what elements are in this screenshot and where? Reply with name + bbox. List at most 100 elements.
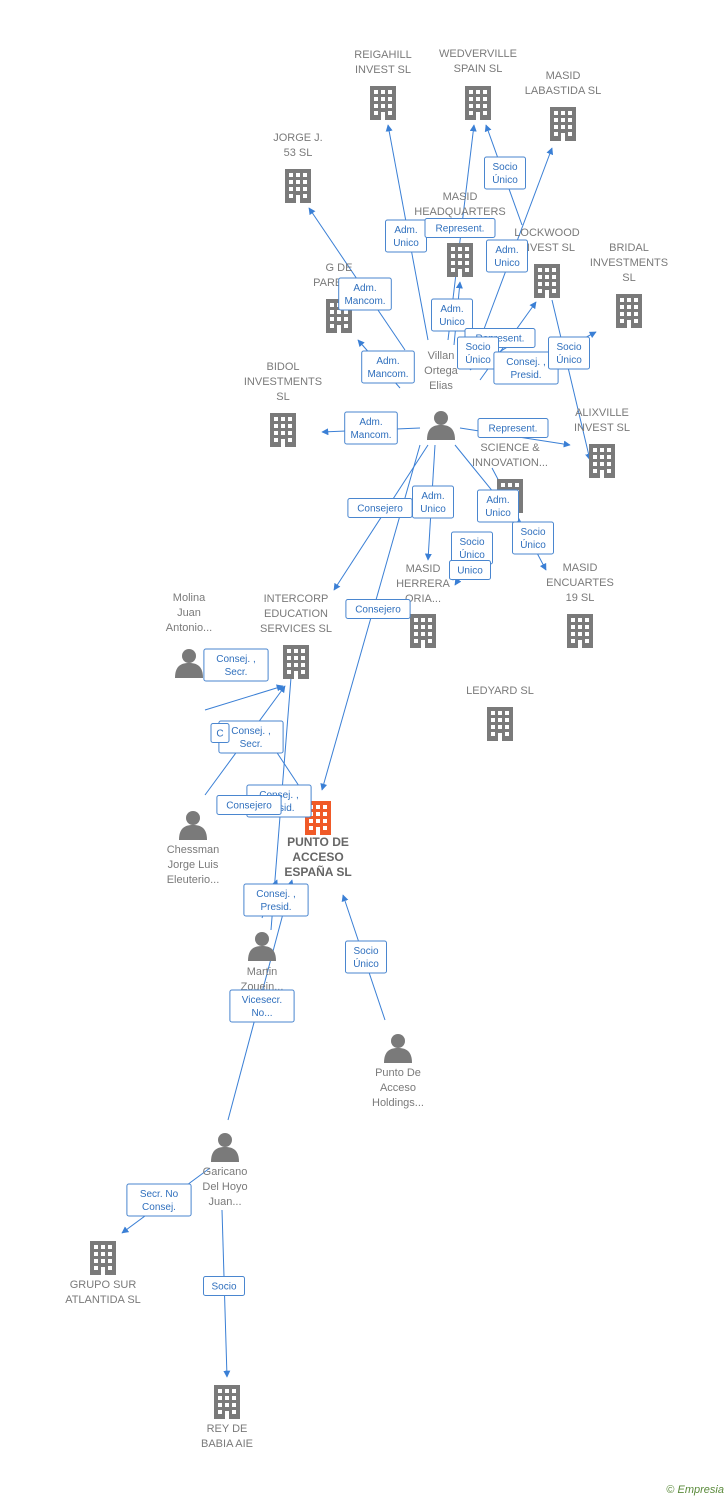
edge-label-text: Consej. , (231, 726, 270, 737)
node-label: BABIA AIE (201, 1438, 253, 1450)
node-alixville[interactable]: ALIXVILLE INVEST SL (574, 407, 630, 478)
node-science[interactable]: SCIENCE &INNOVATION... (472, 442, 548, 513)
node-label: ORIA... (405, 593, 441, 605)
edge-label-text: Unico (485, 508, 511, 519)
edge-label[interactable]: Socio (203, 1276, 245, 1296)
node-ledyard[interactable]: LEDYARD SL (466, 685, 534, 741)
building-icon (270, 413, 296, 447)
edge-label-box (126, 1183, 192, 1217)
node-label: INVEST SL (574, 422, 630, 434)
edge-label-box (361, 350, 415, 384)
edge-label-text: Unico (457, 566, 483, 577)
edge-label-text: Adm. (486, 495, 509, 506)
edge-label-text: Único (353, 957, 379, 970)
person-icon (211, 1133, 239, 1162)
node-punto-holdings[interactable]: Punto DeAccesoHoldings... (372, 1034, 424, 1109)
brand-name: Empresia (677, 1484, 724, 1496)
node-label: JORGE J. (273, 132, 323, 144)
node-label: EDUCATION (264, 608, 328, 620)
node-label: Juan... (208, 1196, 241, 1208)
edge-label-box (203, 1276, 245, 1296)
person-icon (179, 811, 207, 840)
node-masid-herrera[interactable]: MASIDHERRERAORIA... (396, 563, 451, 648)
building-icon (550, 107, 576, 141)
edge-label[interactable]: Represent. (477, 418, 549, 438)
edge-label-box (431, 298, 473, 332)
edge-label[interactable]: Adm.Mancom. (338, 277, 392, 311)
edge-label-text: Adm. (394, 225, 417, 236)
edge-label[interactable]: Adm.Mancom. (361, 350, 415, 384)
node-label: HERRERA (396, 578, 450, 590)
edge-label[interactable]: Consej. ,Secr. (203, 648, 269, 682)
node-label: LABASTIDA SL (525, 85, 601, 97)
edge-label-box (344, 411, 398, 445)
building-icon (283, 645, 309, 679)
building-icon (567, 614, 593, 648)
node-label: G DE (326, 262, 353, 274)
edge-label-box (486, 239, 528, 273)
edge-label[interactable]: Adm.Unico (431, 298, 473, 332)
edge-label[interactable]: C (210, 723, 230, 743)
edge-label-text: Único (465, 353, 491, 366)
edge-label[interactable]: Represent. (424, 218, 496, 238)
edge-label[interactable]: Adm. Unico (477, 489, 519, 523)
building-icon (465, 86, 491, 120)
edge-label-text: Adm. (421, 491, 444, 502)
edge-label[interactable]: Consejero (216, 795, 282, 815)
edge-label[interactable]: Adm.Mancom. (344, 411, 398, 445)
edge-line (204, 684, 284, 711)
edge-label-box (216, 795, 282, 815)
node-label: MASID (443, 191, 478, 203)
edge-label[interactable]: Unico (449, 560, 491, 580)
edge-label[interactable]: Consej. ,Secr. (218, 720, 284, 754)
node-label: ALIXVILLE (575, 407, 629, 419)
edge-label[interactable]: Consejero (345, 599, 411, 619)
edge-label-box (229, 989, 295, 1023)
edge-label-text: Consejero (226, 801, 272, 812)
node-molina[interactable]: MolinaJuanAntonio... (166, 592, 212, 678)
edge-label[interactable]: Consejero (347, 498, 413, 518)
edge-label[interactable]: Vicesecr.No... (229, 989, 295, 1023)
edge-label-box (449, 560, 491, 580)
edge-label-text: Unico (420, 504, 446, 515)
edge-label-text: Mancom. (367, 369, 408, 380)
node-label: Del Hoyo (202, 1181, 247, 1193)
edge-label-box (512, 521, 554, 555)
node-jorge[interactable]: JORGE J.53 SL (273, 132, 323, 203)
edge-label[interactable]: Adm. Unico (412, 485, 454, 519)
node-label: ESPAÑA SL (284, 864, 351, 879)
edge-label[interactable]: Adm.Unico (486, 239, 528, 273)
node-label: INTERCORP (264, 593, 329, 605)
edge-label[interactable]: Adm.Unico (385, 219, 427, 253)
edge-label[interactable]: Consej. ,Presid. (243, 883, 309, 917)
node-label: ATLANTIDA SL (65, 1294, 141, 1306)
node-label: Elias (429, 380, 453, 392)
node-martin[interactable]: MartinZouein... (241, 932, 284, 993)
node-label: Antonio... (166, 622, 212, 634)
edge-label-text: Adm. (359, 417, 382, 428)
edge-label-text: Único (459, 548, 485, 561)
